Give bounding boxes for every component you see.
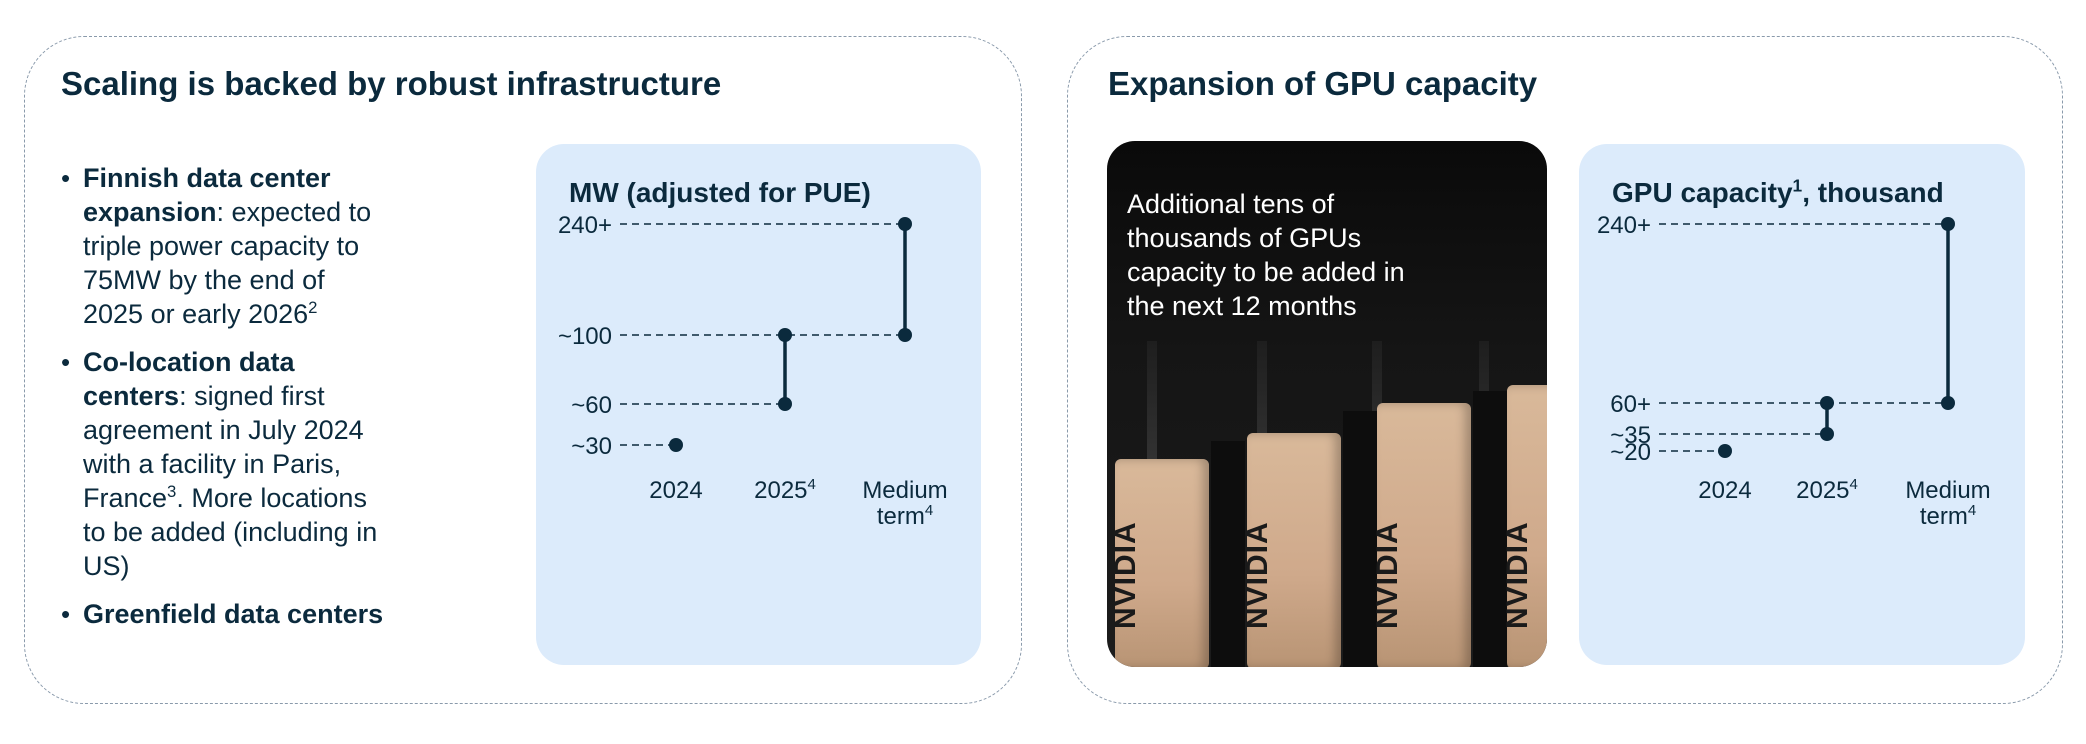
bullet-bold: Finnish data center expansion (83, 163, 331, 227)
infrastructure-panel: Scaling is backed by robust infrastructu… (24, 36, 1022, 704)
chart-title-text: MW (adjusted for PUE) (569, 177, 871, 208)
gpu-card-brand: NVIDIA (1501, 521, 1534, 629)
card-slot (1211, 441, 1245, 667)
gpu-rack-photo: Additional tens of thousands of GPUs cap… (1107, 141, 1547, 667)
gpu-chart: GPU capacity1, thousand 240+ 60+ ~35~20 202… (1579, 144, 2025, 665)
chart-title-text: GPU capacity (1612, 177, 1793, 208)
footnote-marker: 3 (167, 482, 177, 501)
chart-title: MW (adjusted for PUE) (569, 177, 871, 209)
gpu-card: NVIDIA (1109, 459, 1209, 667)
data-point (1820, 427, 1834, 441)
x-tick-label: 20254 (754, 476, 816, 504)
bullet-item-greenfield: Greenfield data centers (61, 597, 391, 631)
gpu-card-brand: NVIDIA (1109, 521, 1142, 629)
panel-title: Scaling is backed by robust infrastructu… (61, 65, 722, 102)
x-tick-label: Medium (1905, 477, 1990, 504)
y-label: ~20 (1610, 439, 1651, 466)
data-point (898, 217, 912, 231)
footnote-marker: 2 (308, 298, 318, 317)
bullet-item-finnish: Finnish data center expansion: expected … (61, 161, 391, 331)
bullet-item-colocation: Co-location data centers: signed first a… (61, 345, 391, 583)
panel-title: Expansion of GPU capacity (1108, 65, 1538, 102)
data-point (1718, 444, 1732, 458)
data-point (778, 397, 792, 411)
x-tick-label: Medium (862, 477, 947, 504)
data-point (898, 328, 912, 342)
footnote-marker: 1 (1792, 175, 1803, 196)
bullet-text: : expected to triple power capacity to 7… (83, 197, 372, 329)
bullet-bold: Co-location data centers (83, 347, 295, 411)
y-label: ~35 (1610, 422, 1651, 449)
x-tick-label: term4 (877, 502, 933, 530)
y-label: ~30 (571, 433, 612, 460)
bullet-text: : signed first agreement in July 2024 wi… (83, 381, 364, 513)
card-slot (1473, 391, 1507, 667)
bullet-bold: Greenfield data centers (83, 599, 384, 629)
data-point (1941, 217, 1955, 231)
gpu-card-brand: NVIDIA (1371, 521, 1404, 629)
photo-caption: Additional tens of thousands of GPUs cap… (1127, 189, 1405, 321)
gpu-panel: Expansion of GPU capacity Additional ten… (1067, 36, 2063, 704)
data-point (778, 328, 792, 342)
data-point (669, 438, 683, 452)
x-tick-label: 2024 (1698, 477, 1751, 504)
card-slot (1343, 411, 1377, 667)
gpu-card: NVIDIA (1371, 403, 1471, 667)
y-label: 240+ (558, 212, 612, 239)
x-tick-label: 20254 (1796, 476, 1858, 504)
mw-chart: MW (adjusted for PUE) 240+ ~100 ~60 ~30 2024… (536, 144, 981, 665)
bullet-text-after: . More locations to be added (including … (83, 483, 378, 581)
y-label: ~100 (558, 323, 612, 350)
y-label: 60+ (1610, 391, 1651, 418)
data-point (1820, 396, 1834, 410)
data-point (1941, 396, 1955, 410)
chart-title-suffix: , thousand (1802, 177, 1944, 208)
x-tick-label: 2024 (649, 477, 702, 504)
y-label: 240+ (1597, 212, 1651, 239)
y-label: ~60 (571, 392, 612, 419)
x-tick-label: term4 (1920, 502, 1976, 530)
gpu-card: NVIDIA (1501, 385, 1547, 667)
gpu-card-brand: NVIDIA (1241, 521, 1274, 629)
bullet-list: Finnish data center expansion: expected … (61, 161, 391, 645)
chart-title: GPU capacity1, thousand (1612, 177, 1944, 209)
gpu-card: NVIDIA (1241, 433, 1341, 667)
